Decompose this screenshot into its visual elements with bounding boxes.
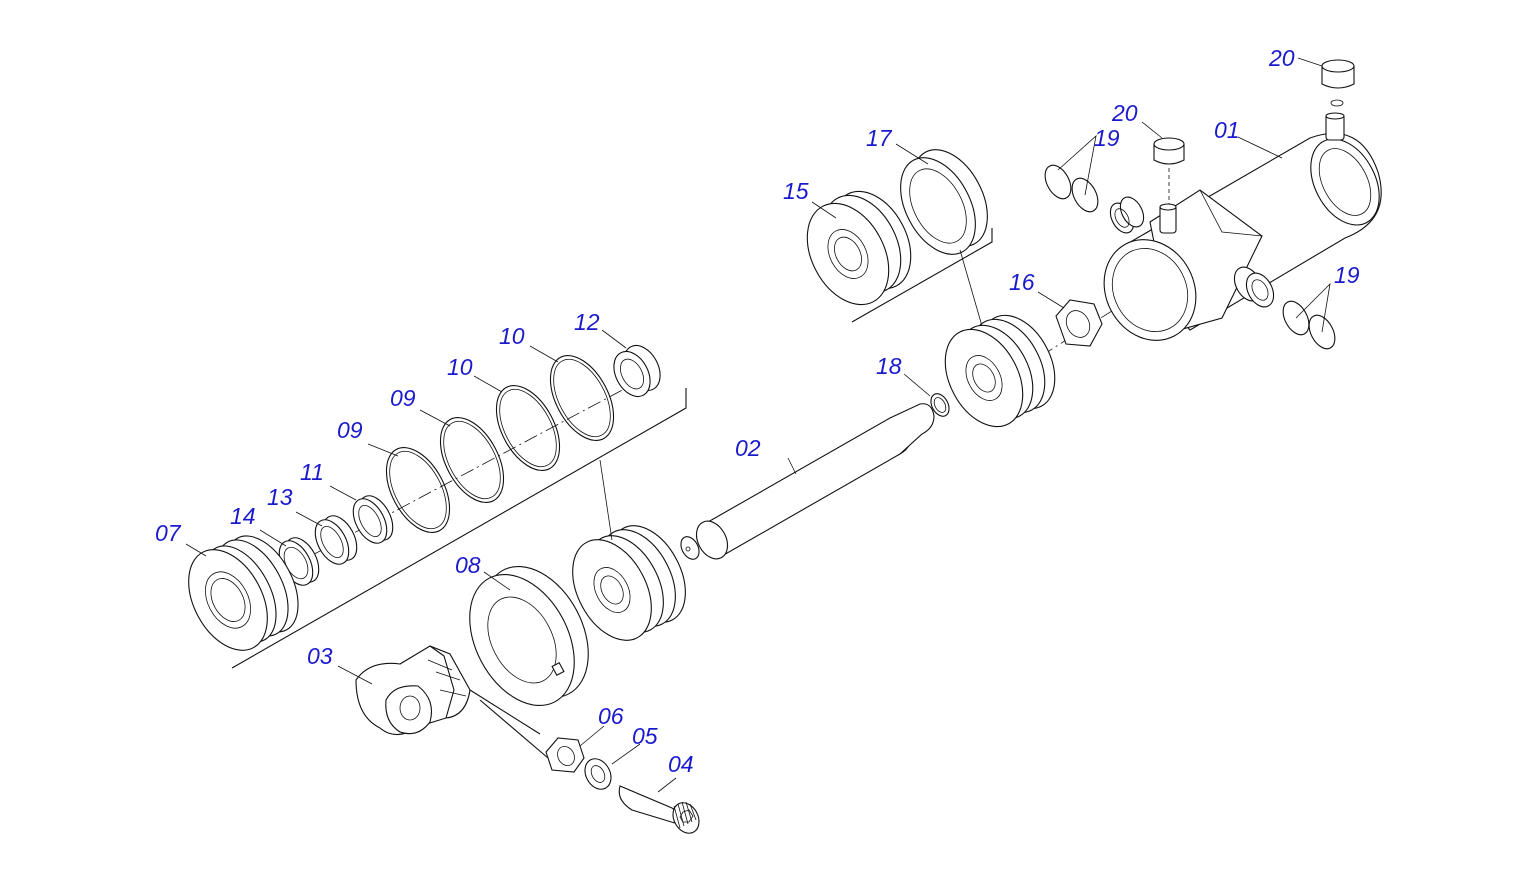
label-part-02: 02 (735, 435, 761, 461)
label-part-09-a: 09 (337, 417, 363, 443)
label-part-13: 13 (267, 484, 293, 510)
piston-left (572, 525, 686, 641)
backup-ring-10a (495, 385, 561, 471)
clevis-bolt (618, 785, 700, 834)
rod-clevis (355, 645, 549, 759)
cylinder-body (1103, 99, 1382, 341)
piston-right (944, 314, 1056, 428)
label-part-19-a: 19 (1094, 125, 1120, 151)
label-part-14: 14 (230, 503, 256, 529)
label-part-09-b: 09 (390, 385, 416, 411)
clevis-washer (584, 758, 612, 790)
piston-seal-ring (900, 149, 988, 255)
rod-seal (314, 515, 358, 565)
rod-guide-upper (806, 190, 912, 306)
lock-nut-ring (469, 565, 589, 707)
rod-bushing (613, 344, 661, 398)
label-part-08: 08 (455, 552, 481, 578)
label-part-11: 11 (300, 459, 324, 485)
label-part-15: 15 (783, 178, 809, 204)
piston-o-ring (930, 393, 950, 417)
piston-nut (1055, 299, 1103, 347)
label-part-16: 16 (1009, 269, 1035, 295)
label-part-17: 17 (866, 125, 893, 151)
backup-ring-10b (549, 355, 615, 441)
part-labels: 01 02 03 04 05 06 07 08 09 09 10 10 11 1… (155, 45, 1360, 777)
seal-kit-bracket-right (851, 228, 993, 323)
label-part-20-a: 20 (1268, 45, 1295, 71)
label-part-06: 06 (598, 703, 624, 729)
label-part-07: 07 (155, 520, 182, 546)
piston-rod (680, 403, 935, 560)
label-part-19-b: 19 (1334, 262, 1360, 288)
label-part-04: 04 (668, 751, 694, 777)
label-part-05: 05 (632, 723, 658, 749)
label-part-01: 01 (1214, 117, 1240, 143)
fitting-cap-lower (1153, 137, 1185, 204)
label-part-20-b: 20 (1111, 100, 1138, 126)
fitting-cap-upper (1321, 59, 1355, 89)
wiper-ring (352, 495, 394, 544)
o-ring-09a (385, 447, 451, 533)
o-ring-09b (439, 417, 505, 503)
clevis-hex-nut (545, 737, 585, 773)
rod-gland (188, 535, 299, 651)
label-part-10-b: 10 (499, 323, 525, 349)
label-part-18: 18 (876, 353, 902, 379)
port-o-rings-left (1044, 164, 1099, 213)
label-part-12: 12 (574, 309, 600, 335)
label-part-03: 03 (307, 643, 333, 669)
leader-lines (185, 57, 1331, 793)
label-part-10-a: 10 (447, 354, 473, 380)
seal-kit-bracket-left (231, 388, 687, 669)
port-o-rings-right (1282, 300, 1336, 350)
